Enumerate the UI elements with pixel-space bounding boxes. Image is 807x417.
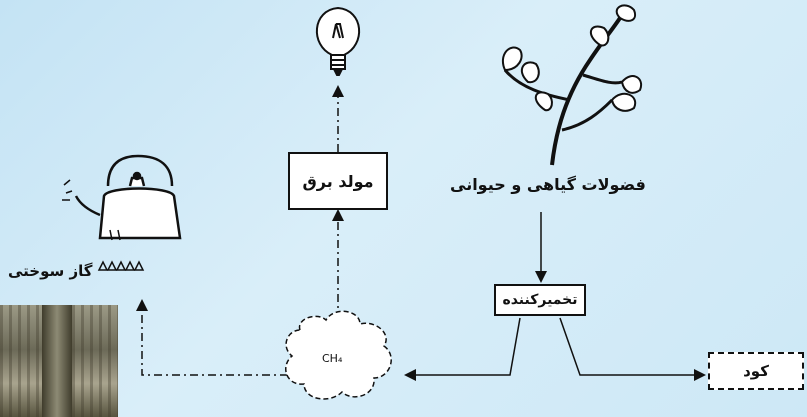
- digester-to-fertilizer-line: [559, 317, 706, 381]
- digester-to-cloud-line: [404, 317, 521, 381]
- light-bulb-icon: [316, 6, 360, 76]
- gas-burner-icon: [97, 260, 145, 271]
- plant-icon: [501, 4, 643, 166]
- fertilizer-box: کود: [708, 352, 804, 390]
- generator-box: مولد برق: [288, 152, 388, 210]
- industrial-photo: [0, 305, 118, 417]
- cooking-gas-label: گاز سوختی: [8, 262, 93, 280]
- digester-label: تخمیرکننده: [502, 292, 578, 308]
- cloud-to-burner-line: [136, 299, 288, 376]
- fertilizer-label: کود: [743, 362, 769, 380]
- digester-box: تخمیرکننده: [494, 284, 586, 316]
- generator-label: مولد برق: [302, 171, 374, 191]
- waste-label: فضولات گیاهی و حیوانی: [450, 175, 646, 194]
- methane-label: CH₄: [322, 352, 343, 365]
- kettle-icon: [62, 154, 182, 241]
- methane-cloud-icon: [285, 310, 392, 400]
